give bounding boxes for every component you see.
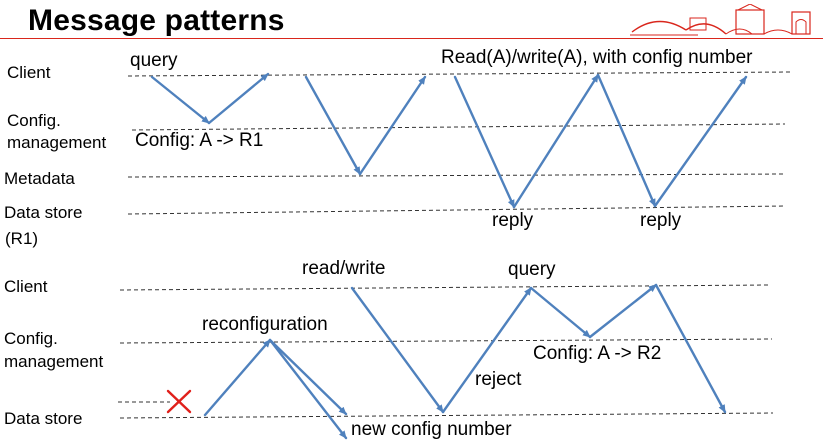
annotation-readwrite-config: Read(A)/write(A), with config number <box>441 47 753 68</box>
arrow-bottom-retry <box>654 283 727 414</box>
arrow-bottom-reconfig-up <box>203 338 272 417</box>
page-title: Message patterns <box>28 4 285 37</box>
x-mark-icon <box>166 389 192 414</box>
annotation-query-2: query <box>508 259 556 280</box>
row-label-datastore-r1: (R1) <box>5 229 39 248</box>
timeline-top-metadata <box>127 173 786 178</box>
annotation-new-config-number: new config number <box>351 419 512 440</box>
annotation-read-write: read/write <box>302 258 386 279</box>
annotation-reply-1: reply <box>492 210 534 231</box>
arrow-bottom-readwrite <box>350 286 445 414</box>
arrow-top-from-metadata <box>358 75 427 176</box>
row-label-datastore-2: Data store <box>4 409 83 428</box>
row-label-client: Client <box>7 63 51 82</box>
timeline-top-datastore <box>127 205 786 215</box>
arrow-bottom-reject <box>441 286 533 414</box>
timeline-top-config <box>131 123 786 131</box>
timeline-top-client <box>127 71 791 77</box>
row-label-metadata: Metadata <box>4 169 75 188</box>
row-label-config-2: Config. <box>4 329 58 348</box>
arrow-top-to-metadata <box>304 75 362 176</box>
arrow-bottom-query <box>529 286 592 339</box>
annotation-query: query <box>130 50 178 71</box>
arrow-bottom-reconfig-down-1 <box>268 338 348 416</box>
arrow-top-rw-1 <box>453 75 516 209</box>
annotation-config-r2: Config: A -> R2 <box>533 343 662 364</box>
arrow-top-query <box>150 75 211 125</box>
university-gate-logo <box>630 4 811 36</box>
annotation-reply-2: reply <box>640 210 682 231</box>
annotation-reject: reject <box>475 369 522 390</box>
annotation-reconfiguration: reconfiguration <box>202 314 328 335</box>
arrow-top-reply-1 <box>512 73 600 209</box>
timeline-bottom-client <box>119 284 769 291</box>
arrow-top-reply-2 <box>653 75 748 208</box>
arrow-bottom-reconfig-down-2 <box>268 338 348 440</box>
row-label-management-2: management <box>4 352 104 371</box>
row-label-client-2: Client <box>4 277 48 296</box>
arrow-top-config-reply <box>207 72 270 125</box>
annotation-config-r1: Config: A -> R1 <box>135 130 264 151</box>
row-label-datastore: Data store <box>4 203 83 222</box>
title-rule <box>0 38 823 39</box>
row-label-config: Config. <box>7 111 61 130</box>
timeline-bottom-config <box>119 338 773 344</box>
row-label-management: management <box>7 133 107 152</box>
timeline-bottom-datastore <box>119 412 774 419</box>
arrow-bottom-config-reply <box>588 283 658 339</box>
arrow-top-rw-2 <box>596 73 657 208</box>
